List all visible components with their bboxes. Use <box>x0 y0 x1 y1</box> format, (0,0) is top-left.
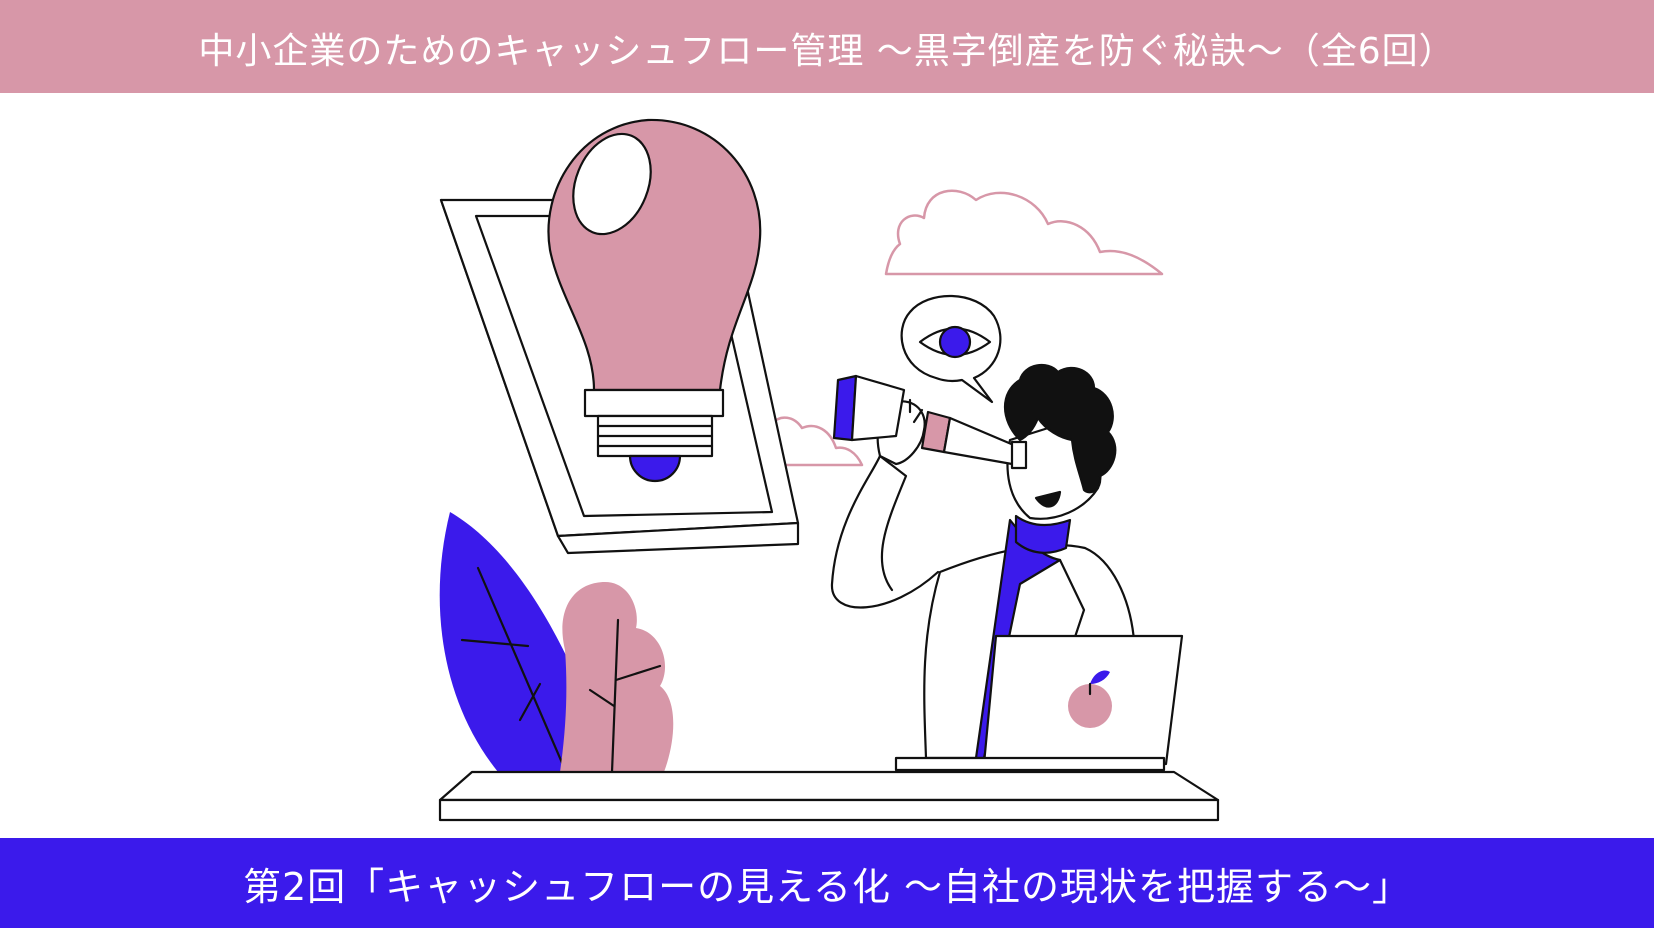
apple-logo-icon <box>1068 670 1112 728</box>
header-banner: 中小企業のためのキャッシュフロー管理 ～黒字倒産を防ぐ秘訣～（全6回） <box>0 0 1654 93</box>
cloud-icon <box>884 189 1164 276</box>
cloud-icon <box>768 416 864 467</box>
eye-icon <box>900 294 1002 404</box>
lightbulb-icon <box>547 118 762 483</box>
leaf-icon <box>439 512 674 774</box>
episode-title: 第2回「キャッシュフローの見える化 ～自社の現状を把握する～」 <box>242 864 1412 909</box>
footer-banner: 第2回「キャッシュフローの見える化 ～自社の現状を把握する～」 <box>0 838 1654 928</box>
laptop-icon <box>894 634 1184 772</box>
telescope-icon <box>832 374 1028 470</box>
desk <box>438 770 1220 822</box>
illustration <box>438 118 1220 822</box>
series-title: 中小企業のためのキャッシュフロー管理 ～黒字倒産を防ぐ秘訣～（全6回） <box>198 30 1456 72</box>
